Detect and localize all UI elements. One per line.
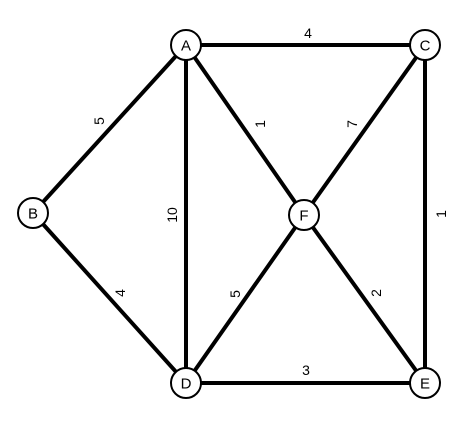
edge-f-e	[302, 213, 427, 385]
node-circle-f	[288, 199, 320, 231]
edges-layer	[31, 43, 427, 385]
edge-a-f	[184, 43, 306, 217]
node-b: B	[17, 197, 49, 229]
edge-weight-b-d: 4	[112, 289, 128, 297]
edge-weight-f-e: 2	[368, 289, 384, 297]
node-circle-c	[409, 29, 441, 61]
node-label-a: A	[181, 38, 191, 55]
edge-c-f	[302, 43, 427, 217]
node-a: A	[170, 29, 202, 61]
node-label-f: F	[299, 208, 308, 225]
edge-weights-layer: 4 5 1 10 7 1 4 5 2 3	[91, 25, 449, 378]
node-label-c: C	[420, 38, 431, 55]
edge-weight-c-e: 1	[433, 210, 449, 218]
edge-b-d	[31, 211, 188, 385]
node-circle-b	[17, 197, 49, 229]
edge-weight-d-e: 3	[302, 362, 310, 378]
nodes-layer: A B C D E F	[17, 29, 441, 399]
node-circle-a	[170, 29, 202, 61]
node-label-d: D	[181, 376, 192, 393]
edge-weight-a-b: 5	[91, 117, 107, 125]
edge-weight-a-c: 4	[304, 25, 312, 41]
edge-weight-a-d: 10	[164, 207, 180, 223]
node-c: C	[409, 29, 441, 61]
edge-a-b	[31, 43, 188, 215]
node-label-e: E	[420, 376, 430, 393]
edge-weight-c-f: 7	[344, 120, 360, 128]
node-e: E	[409, 367, 441, 399]
edge-weight-a-f: 1	[252, 120, 268, 128]
node-label-b: B	[28, 206, 38, 223]
node-d: D	[170, 367, 202, 399]
edge-f-d	[184, 213, 306, 385]
node-f: F	[288, 199, 320, 231]
node-circle-e	[409, 367, 441, 399]
edge-weight-f-d: 5	[227, 290, 243, 298]
node-circle-d	[170, 367, 202, 399]
